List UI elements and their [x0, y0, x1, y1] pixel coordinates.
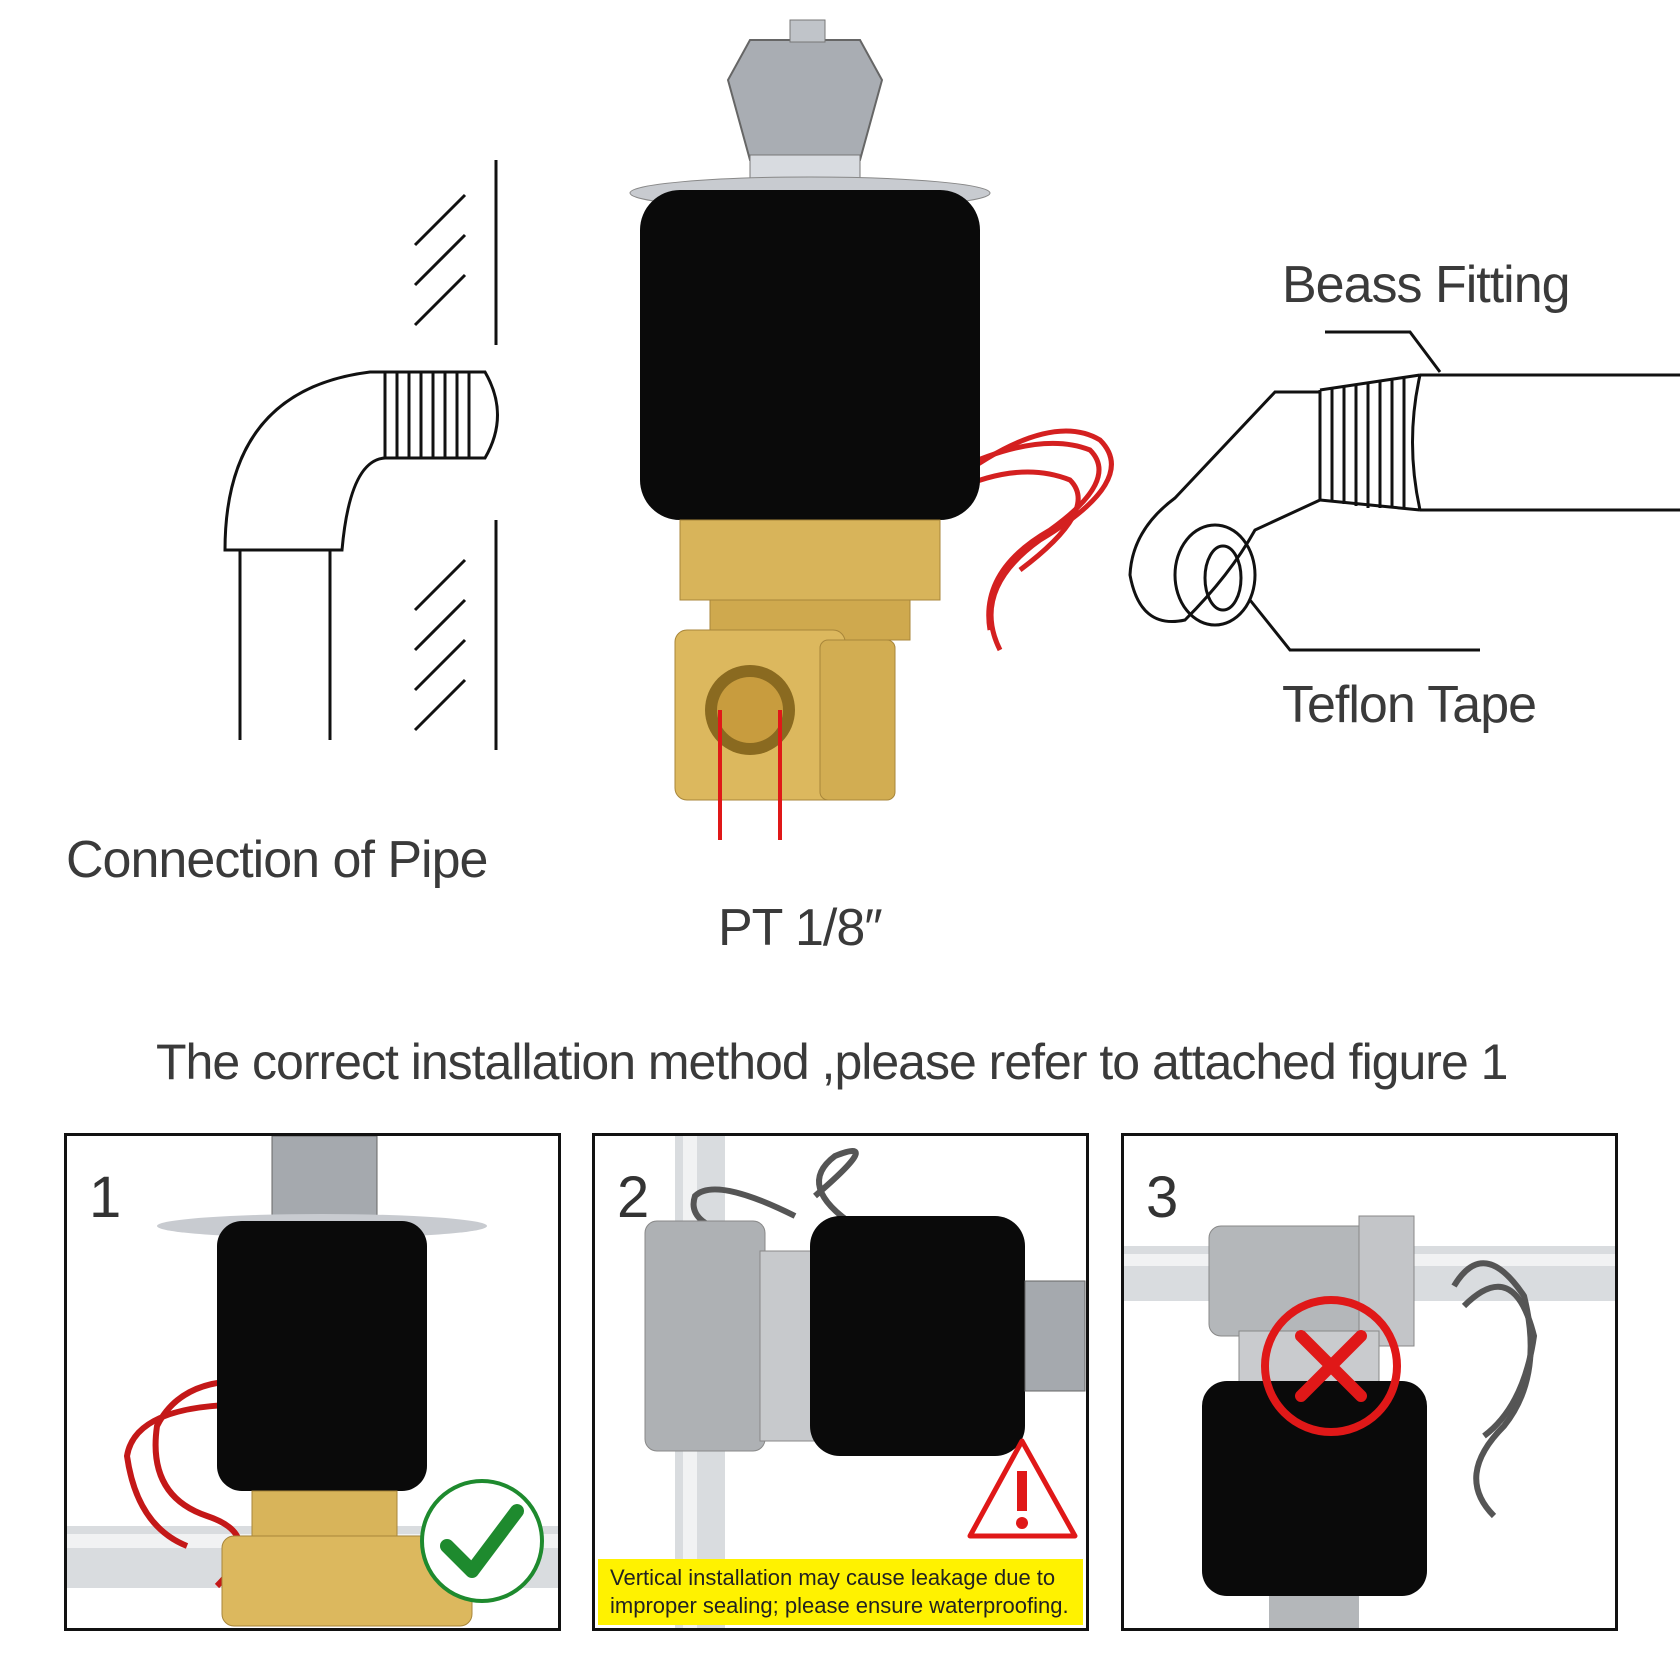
brass-fitting-illustration: [1128, 330, 1680, 652]
installation-panel-2: 2 Vertical installation may cause leakag…: [592, 1133, 1089, 1631]
brass-fitting-label: Beass Fitting: [1282, 256, 1571, 314]
panel-number: 3: [1146, 1165, 1179, 1230]
installation-panel-3: 3: [1121, 1133, 1618, 1631]
panel-number: 2: [617, 1165, 650, 1230]
thread-size-label: PT 1/8″: [718, 899, 883, 957]
cross-icon: [1261, 1296, 1401, 1436]
warning-note: Vertical installation may cause leakage …: [598, 1559, 1083, 1625]
pipe-connection-label: Connection of Pipe: [66, 831, 488, 889]
panel-number: 1: [89, 1165, 122, 1230]
installation-panel-1: 1: [64, 1133, 561, 1631]
vertical-pipe-image: [644, 1136, 1086, 1628]
solenoid-valve-image: [629, 19, 1114, 840]
pipe-elbow-illustration: [223, 160, 499, 750]
check-icon: [420, 1479, 544, 1603]
instruction-heading: The correct installation method ,please …: [156, 1034, 1508, 1090]
horizontal-pipe-image: [67, 1136, 558, 1627]
warning-triangle-icon: [967, 1438, 1078, 1539]
teflon-tape-label: Teflon Tape: [1282, 676, 1537, 734]
